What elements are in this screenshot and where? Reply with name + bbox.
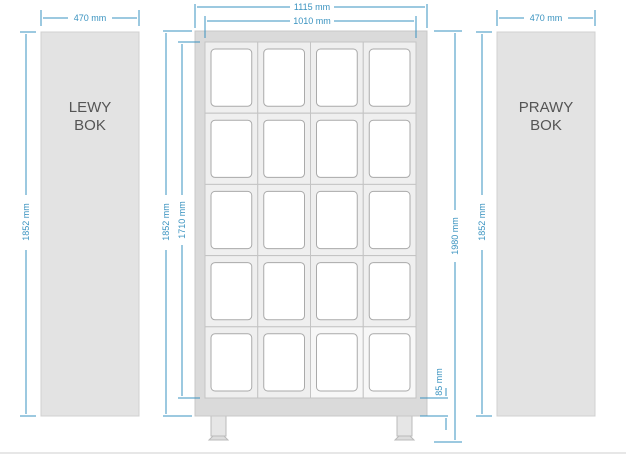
locker-door: [210, 333, 253, 392]
locker-door: [316, 333, 358, 392]
right-panel-label-2: BOK: [530, 117, 562, 134]
locker-door: [263, 190, 305, 250]
inner-height-label: 1710 mm: [177, 201, 187, 239]
locker-door: [316, 262, 358, 321]
locker-door: [263, 262, 305, 321]
locker-door: [210, 48, 253, 107]
leg-height-dimension: 85 mm: [420, 368, 448, 430]
left-leg: [210, 415, 227, 437]
locker-door: [316, 190, 358, 250]
left-height-dimension: 1852 mm: [20, 31, 36, 417]
right-width-label: 470 mm: [530, 13, 563, 23]
total-height-dimension: 1980 mm: [434, 30, 462, 443]
locker-door: [210, 190, 253, 250]
left-panel-label-1: LEWY: [69, 99, 112, 116]
locker-door: [368, 333, 411, 392]
locker-door: [263, 48, 305, 107]
total-height-label: 1980 mm: [450, 217, 460, 255]
left-width-label: 470 mm: [74, 13, 107, 23]
locker-door: [210, 262, 253, 321]
locker-door: [210, 119, 253, 178]
cabinet: [194, 30, 428, 441]
outer-height-dimension: 1852 mm: [161, 30, 192, 417]
right-height-dimension: 1852 mm: [476, 31, 492, 417]
right-height-label: 1852 mm: [477, 203, 487, 241]
left-width-dimension: 470 mm: [40, 10, 140, 26]
inner-width-dimension: 1010 mm: [204, 16, 417, 38]
right-side-panel: [496, 31, 596, 417]
outer-height-label: 1852 mm: [161, 203, 171, 241]
locker-door: [316, 119, 358, 178]
right-leg: [396, 415, 413, 437]
right-width-dimension: 470 mm: [496, 10, 596, 26]
inner-height-dimension: 1710 mm: [177, 41, 200, 399]
locker-door: [368, 190, 411, 250]
locker-door: [368, 262, 411, 321]
leg-height-label: 85 mm: [434, 368, 444, 396]
locker-door: [263, 119, 305, 178]
outer-width-label: 1115 mm: [294, 2, 330, 12]
locker-door: [263, 333, 305, 392]
inner-width-label: 1010 mm: [293, 16, 331, 26]
outer-width-dimension: 1115 mm: [194, 2, 428, 28]
left-panel-label-2: BOK: [74, 117, 106, 134]
left-side-panel: [40, 31, 140, 417]
right-panel-label-1: PRAWY: [519, 99, 573, 116]
locker-door: [316, 48, 358, 107]
locker-door: [368, 48, 411, 107]
locker-grid: [204, 41, 417, 399]
locker-door: [368, 119, 411, 178]
left-height-label: 1852 mm: [21, 203, 31, 241]
